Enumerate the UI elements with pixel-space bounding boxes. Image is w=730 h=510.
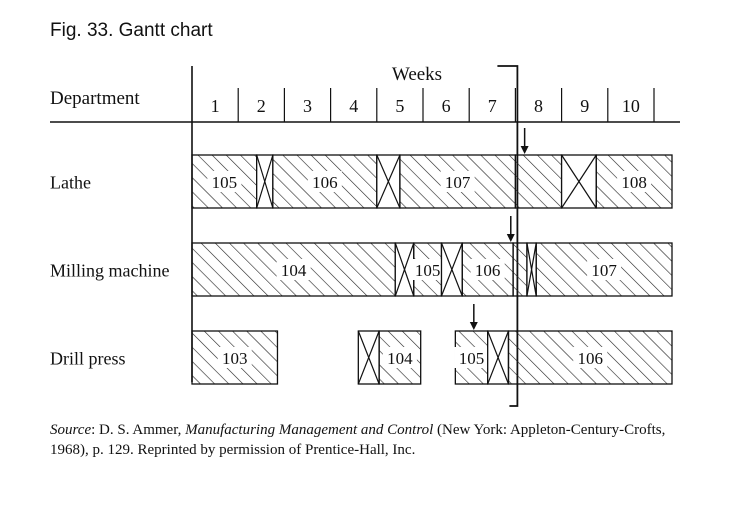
cross-diagonal — [394, 242, 415, 297]
task-label-bg — [573, 347, 608, 368]
task-label-bg — [207, 171, 242, 192]
task-label: 107 — [591, 261, 617, 280]
source-text-2: (New York: Appleton-Century-Crofts, 1968… — [50, 422, 666, 458]
week-tick-label: 4 — [349, 96, 358, 116]
week-tick-label: 1 — [211, 96, 220, 116]
task-bar — [514, 154, 563, 209]
source-book-title: Manufacturing Management and Control — [185, 422, 434, 438]
cross-diagonal — [526, 242, 537, 297]
weeks-label: Weeks — [392, 64, 442, 85]
row-label: Lathe — [50, 173, 91, 193]
figure-title: Fig. 33. Gantt chart — [50, 20, 213, 41]
task-label-bg — [217, 347, 252, 368]
task-label: 104 — [281, 261, 307, 280]
task-label: 106 — [475, 261, 501, 280]
task-label-bg — [307, 171, 342, 192]
week-tick-label: 9 — [580, 96, 589, 116]
cross-diagonal — [561, 154, 597, 209]
progress-arrow-head — [520, 146, 529, 154]
task-label-bg — [470, 259, 505, 280]
row-label: Drill press — [50, 349, 126, 369]
week-tick-label: 5 — [395, 96, 404, 116]
week-tick-label: 8 — [534, 96, 543, 116]
task-label: 105 — [415, 261, 441, 280]
week-tick-label: 6 — [442, 96, 451, 116]
task-label: 107 — [445, 173, 471, 192]
gantt-chart: Weeks Department 1 2 3 4 5 6 7 8 9 10 Lathe 105 106… — [50, 64, 680, 407]
task-label: 104 — [387, 349, 413, 368]
task-label-bg — [276, 259, 311, 280]
week-tick-label: 7 — [488, 96, 497, 116]
week-tick-label: 3 — [303, 96, 312, 116]
task-label: 106 — [312, 173, 338, 192]
task-label: 105 — [212, 173, 238, 192]
task-label-bg — [382, 347, 417, 368]
source-label: Source — [50, 422, 92, 438]
week-tick-label: 2 — [257, 96, 266, 116]
source-text-1: : D. S. Ammer, — [91, 422, 186, 438]
task-label-bg — [587, 259, 622, 280]
task-label-bg — [440, 171, 475, 192]
cross-diagonal — [487, 330, 510, 385]
cross-diagonal — [440, 242, 463, 297]
cross-diagonal — [357, 330, 380, 385]
current-week-bracket — [497, 65, 519, 407]
task-label: 103 — [222, 349, 248, 368]
task-label: 105 — [459, 349, 485, 368]
task-label-bg — [454, 347, 489, 368]
cross-diagonal — [256, 154, 274, 209]
department-label: Department — [50, 88, 140, 109]
row-label: Milling machine — [50, 261, 169, 281]
task-label-bg — [617, 171, 652, 192]
task-label-bg — [410, 259, 445, 280]
week-tick-label: 10 — [622, 96, 640, 116]
progress-arrow-head — [506, 234, 515, 242]
task-label: 106 — [577, 349, 603, 368]
task-label: 108 — [621, 173, 647, 192]
cross-diagonal — [376, 154, 401, 209]
progress-arrow-head — [469, 322, 478, 330]
source-note: Source: D. S. Ammer, Manufacturing Manag… — [50, 420, 690, 460]
task-bar — [512, 242, 528, 297]
